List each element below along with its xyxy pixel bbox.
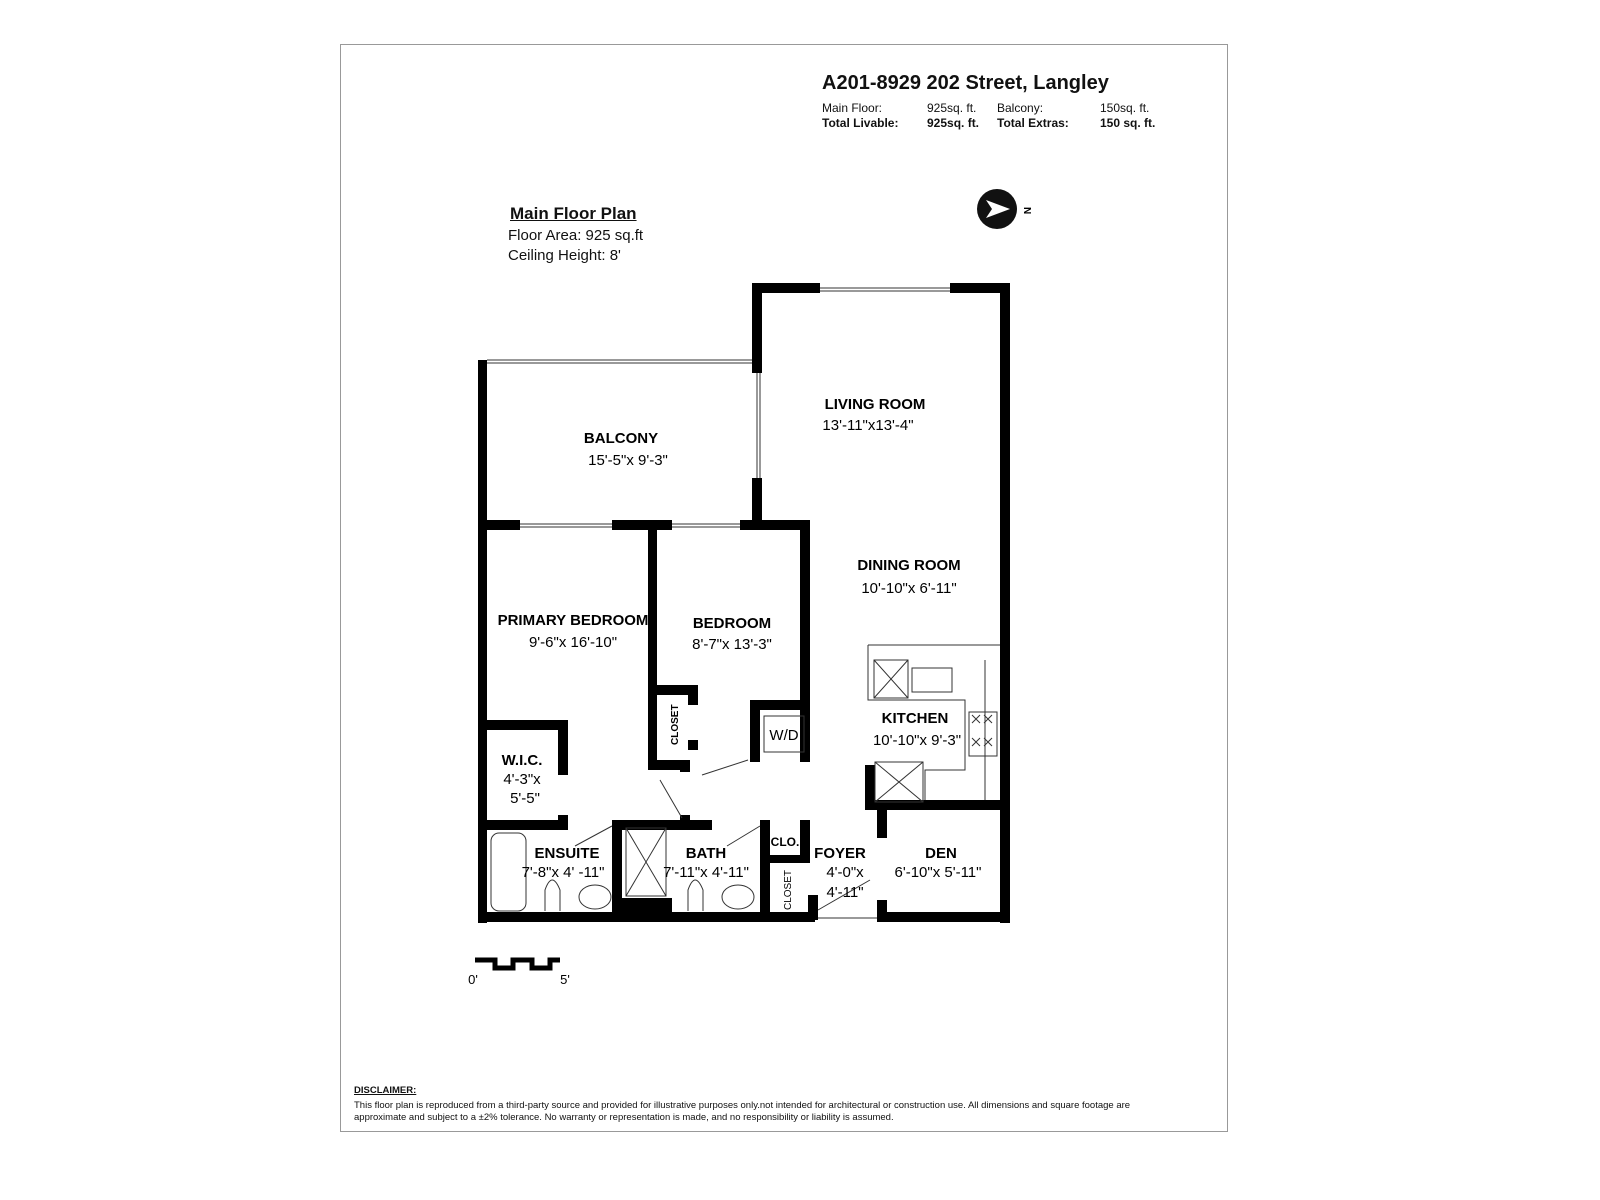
foyer-dims-1: 4'-0"x bbox=[826, 864, 864, 881]
dining-room-dims: 10'-10"x 6'-11" bbox=[861, 580, 956, 597]
ensuite-dims: 7'-8"x 4' -11" bbox=[522, 864, 605, 881]
kitchen-name: KITCHEN bbox=[882, 710, 949, 727]
den-dims: 6'-10"x 5'-11" bbox=[895, 864, 982, 881]
plan-title: Main Floor Plan bbox=[510, 204, 637, 223]
north-arrow-icon: N bbox=[977, 189, 1032, 229]
balcony-value: 150sq. ft. bbox=[1100, 101, 1150, 115]
disclaimer-line-2: approximate and subject to a ±2% toleran… bbox=[354, 1112, 894, 1123]
washer-dryer-label: W/D bbox=[769, 727, 798, 744]
dining-room-name: DINING ROOM bbox=[857, 557, 960, 574]
total-livable-label: Total Livable: bbox=[822, 116, 899, 130]
foyer-name: FOYER bbox=[814, 845, 866, 862]
total-extras-label: Total Extras: bbox=[997, 116, 1069, 130]
closet-label: CLOSET bbox=[670, 704, 681, 745]
wic-dims-2: 5'-5" bbox=[510, 790, 540, 807]
ensuite-name: ENSUITE bbox=[534, 845, 599, 862]
scale-end: 5' bbox=[560, 972, 570, 987]
total-livable-value: 925sq. ft. bbox=[927, 116, 980, 130]
fixtures bbox=[487, 287, 1000, 919]
main-floor-value: 925sq. ft. bbox=[927, 101, 977, 115]
bedroom-dims: 8'-7"x 13'-3" bbox=[692, 636, 772, 653]
total-extras-value: 150 sq. ft. bbox=[1100, 116, 1156, 130]
bath-dims: 7'-11"x 4'-11" bbox=[663, 864, 749, 881]
wic-name: W.I.C. bbox=[502, 752, 543, 769]
primary-bedroom-dims: 9'-6"x 16'-10" bbox=[529, 634, 617, 651]
den-name: DEN bbox=[925, 845, 957, 862]
bath-name: BATH bbox=[686, 845, 727, 862]
bedroom-name: BEDROOM bbox=[693, 615, 771, 632]
scale-bar bbox=[475, 957, 560, 971]
living-room-dims: 13'-11"x13'-4" bbox=[822, 417, 913, 434]
walls bbox=[478, 283, 1010, 923]
living-room-name: LIVING ROOM bbox=[825, 396, 926, 413]
primary-bedroom-name: PRIMARY BEDROOM bbox=[498, 612, 649, 629]
page-frame bbox=[340, 44, 1228, 1132]
north-label: N bbox=[1021, 207, 1032, 214]
clo-label: CLO. bbox=[771, 835, 800, 849]
wic-dims-1: 4'-3"x bbox=[503, 771, 541, 788]
foyer-dims-2: 4'-11" bbox=[826, 884, 863, 901]
disclaimer-line-1: This floor plan is reproduced from a thi… bbox=[354, 1100, 1131, 1111]
disclaimer-heading: DISCLAIMER: bbox=[354, 1085, 417, 1096]
main-floor-label: Main Floor: bbox=[822, 101, 883, 115]
scale-start: 0' bbox=[468, 972, 478, 987]
property-address: A201-8929 202 Street, Langley bbox=[822, 72, 1109, 94]
ceiling-height: Ceiling Height: 8' bbox=[508, 247, 621, 264]
floor-area: Floor Area: 925 sq.ft bbox=[508, 227, 644, 244]
balcony-dims: 15'-5"x 9'-3" bbox=[588, 452, 668, 469]
kitchen-dims: 10'-10"x 9'-3" bbox=[873, 732, 961, 749]
room-labels: LIVING ROOM 13'-11"x13'-4" BALCONY 15'-5… bbox=[468, 396, 981, 987]
balcony-name: BALCONY bbox=[584, 430, 658, 447]
closet-label-2: CLOSET bbox=[783, 870, 794, 910]
balcony-label: Balcony: bbox=[997, 101, 1044, 115]
